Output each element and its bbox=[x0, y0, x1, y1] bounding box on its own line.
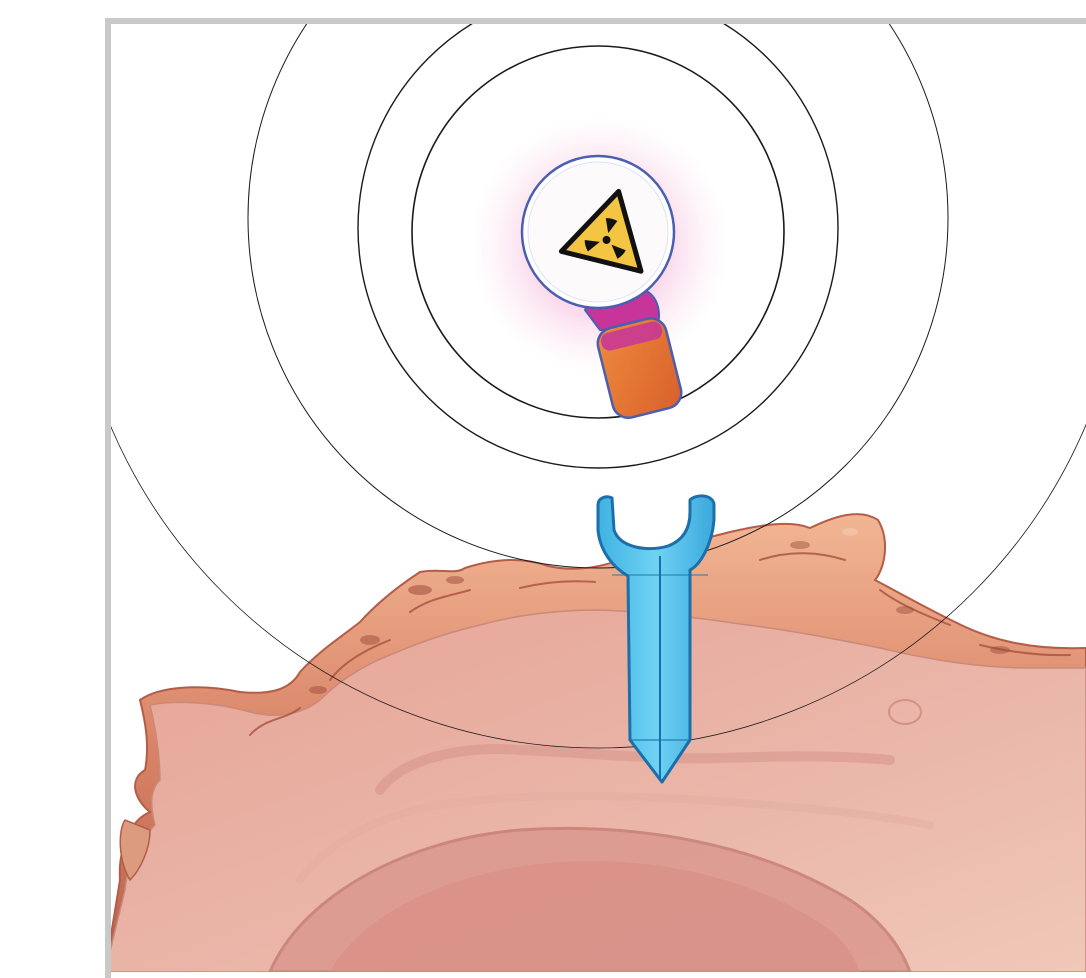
cancer-cell bbox=[105, 514, 1086, 972]
radioisotope-source bbox=[522, 156, 674, 308]
